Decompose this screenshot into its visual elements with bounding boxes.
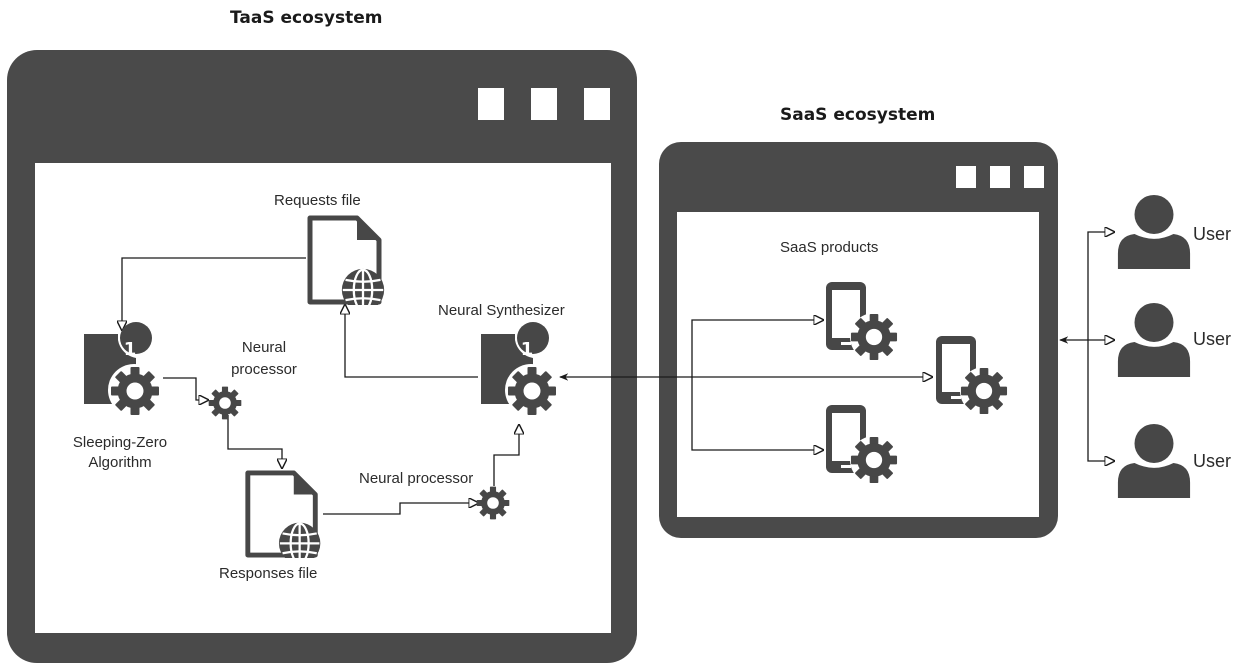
sleeping-zero-icon xyxy=(84,322,160,416)
neural-synthesizer-label: Neural Synthesizer xyxy=(438,302,565,319)
user-icon xyxy=(1117,423,1191,499)
window-button-icon[interactable] xyxy=(990,166,1010,188)
window-button-icon[interactable] xyxy=(478,88,504,120)
sleeping-zero-line1: Sleeping-Zero xyxy=(72,434,168,451)
connector-requests-to-algorithm xyxy=(122,257,306,330)
neural-processor-2-label: Neural processor xyxy=(359,470,474,487)
neural-processor-line1: Neural xyxy=(241,339,287,356)
connectors xyxy=(122,232,1114,515)
connector-to-user-1 xyxy=(1087,232,1114,340)
neural-synthesizer-badge: 1 xyxy=(521,339,534,360)
sleeping-zero-badge: 1 xyxy=(124,339,137,360)
connector-synthesizer-to-requests xyxy=(345,305,478,378)
neural-synthesizer-icon xyxy=(481,322,557,416)
connector-to-user-3 xyxy=(1087,340,1114,461)
user-label-3: User xyxy=(1193,451,1232,471)
connector-processor-to-synthesizer xyxy=(493,425,519,486)
responses-file-label: Responses file xyxy=(219,565,318,582)
responses-file-icon xyxy=(248,473,321,564)
user-label-1: User xyxy=(1193,224,1232,244)
connector-responses-to-processor xyxy=(323,503,478,515)
window-button-icon[interactable] xyxy=(956,166,976,188)
saas-title: SaaS ecosystem xyxy=(780,105,936,125)
neural-processor-line2: processor xyxy=(231,361,297,378)
requests-file-label: Requests file xyxy=(274,192,361,209)
sleeping-zero-line2: Algorithm xyxy=(88,454,152,471)
user-icon xyxy=(1117,302,1191,378)
gear-icon xyxy=(476,486,510,520)
gear-icon xyxy=(208,386,242,420)
connector-processor-to-responses xyxy=(227,415,282,468)
saas-products-label: SaaS products xyxy=(780,239,879,256)
window-button-icon[interactable] xyxy=(584,88,610,120)
connector-saas-to-product-1 xyxy=(691,320,823,377)
user-label-2: User xyxy=(1193,329,1232,349)
connector-algorithm-to-processor xyxy=(163,377,208,400)
window-button-icon[interactable] xyxy=(1024,166,1044,188)
connector-saas-to-product-3 xyxy=(691,377,823,450)
sleeping-zero-label: Sleeping-Zero Algorithm xyxy=(60,434,180,472)
neural-processor-label: Neural processor xyxy=(228,339,300,379)
user-icon xyxy=(1117,194,1191,270)
window-button-icon[interactable] xyxy=(531,88,557,120)
requests-file-icon xyxy=(310,218,384,311)
taas-title: TaaS ecosystem xyxy=(230,8,383,28)
